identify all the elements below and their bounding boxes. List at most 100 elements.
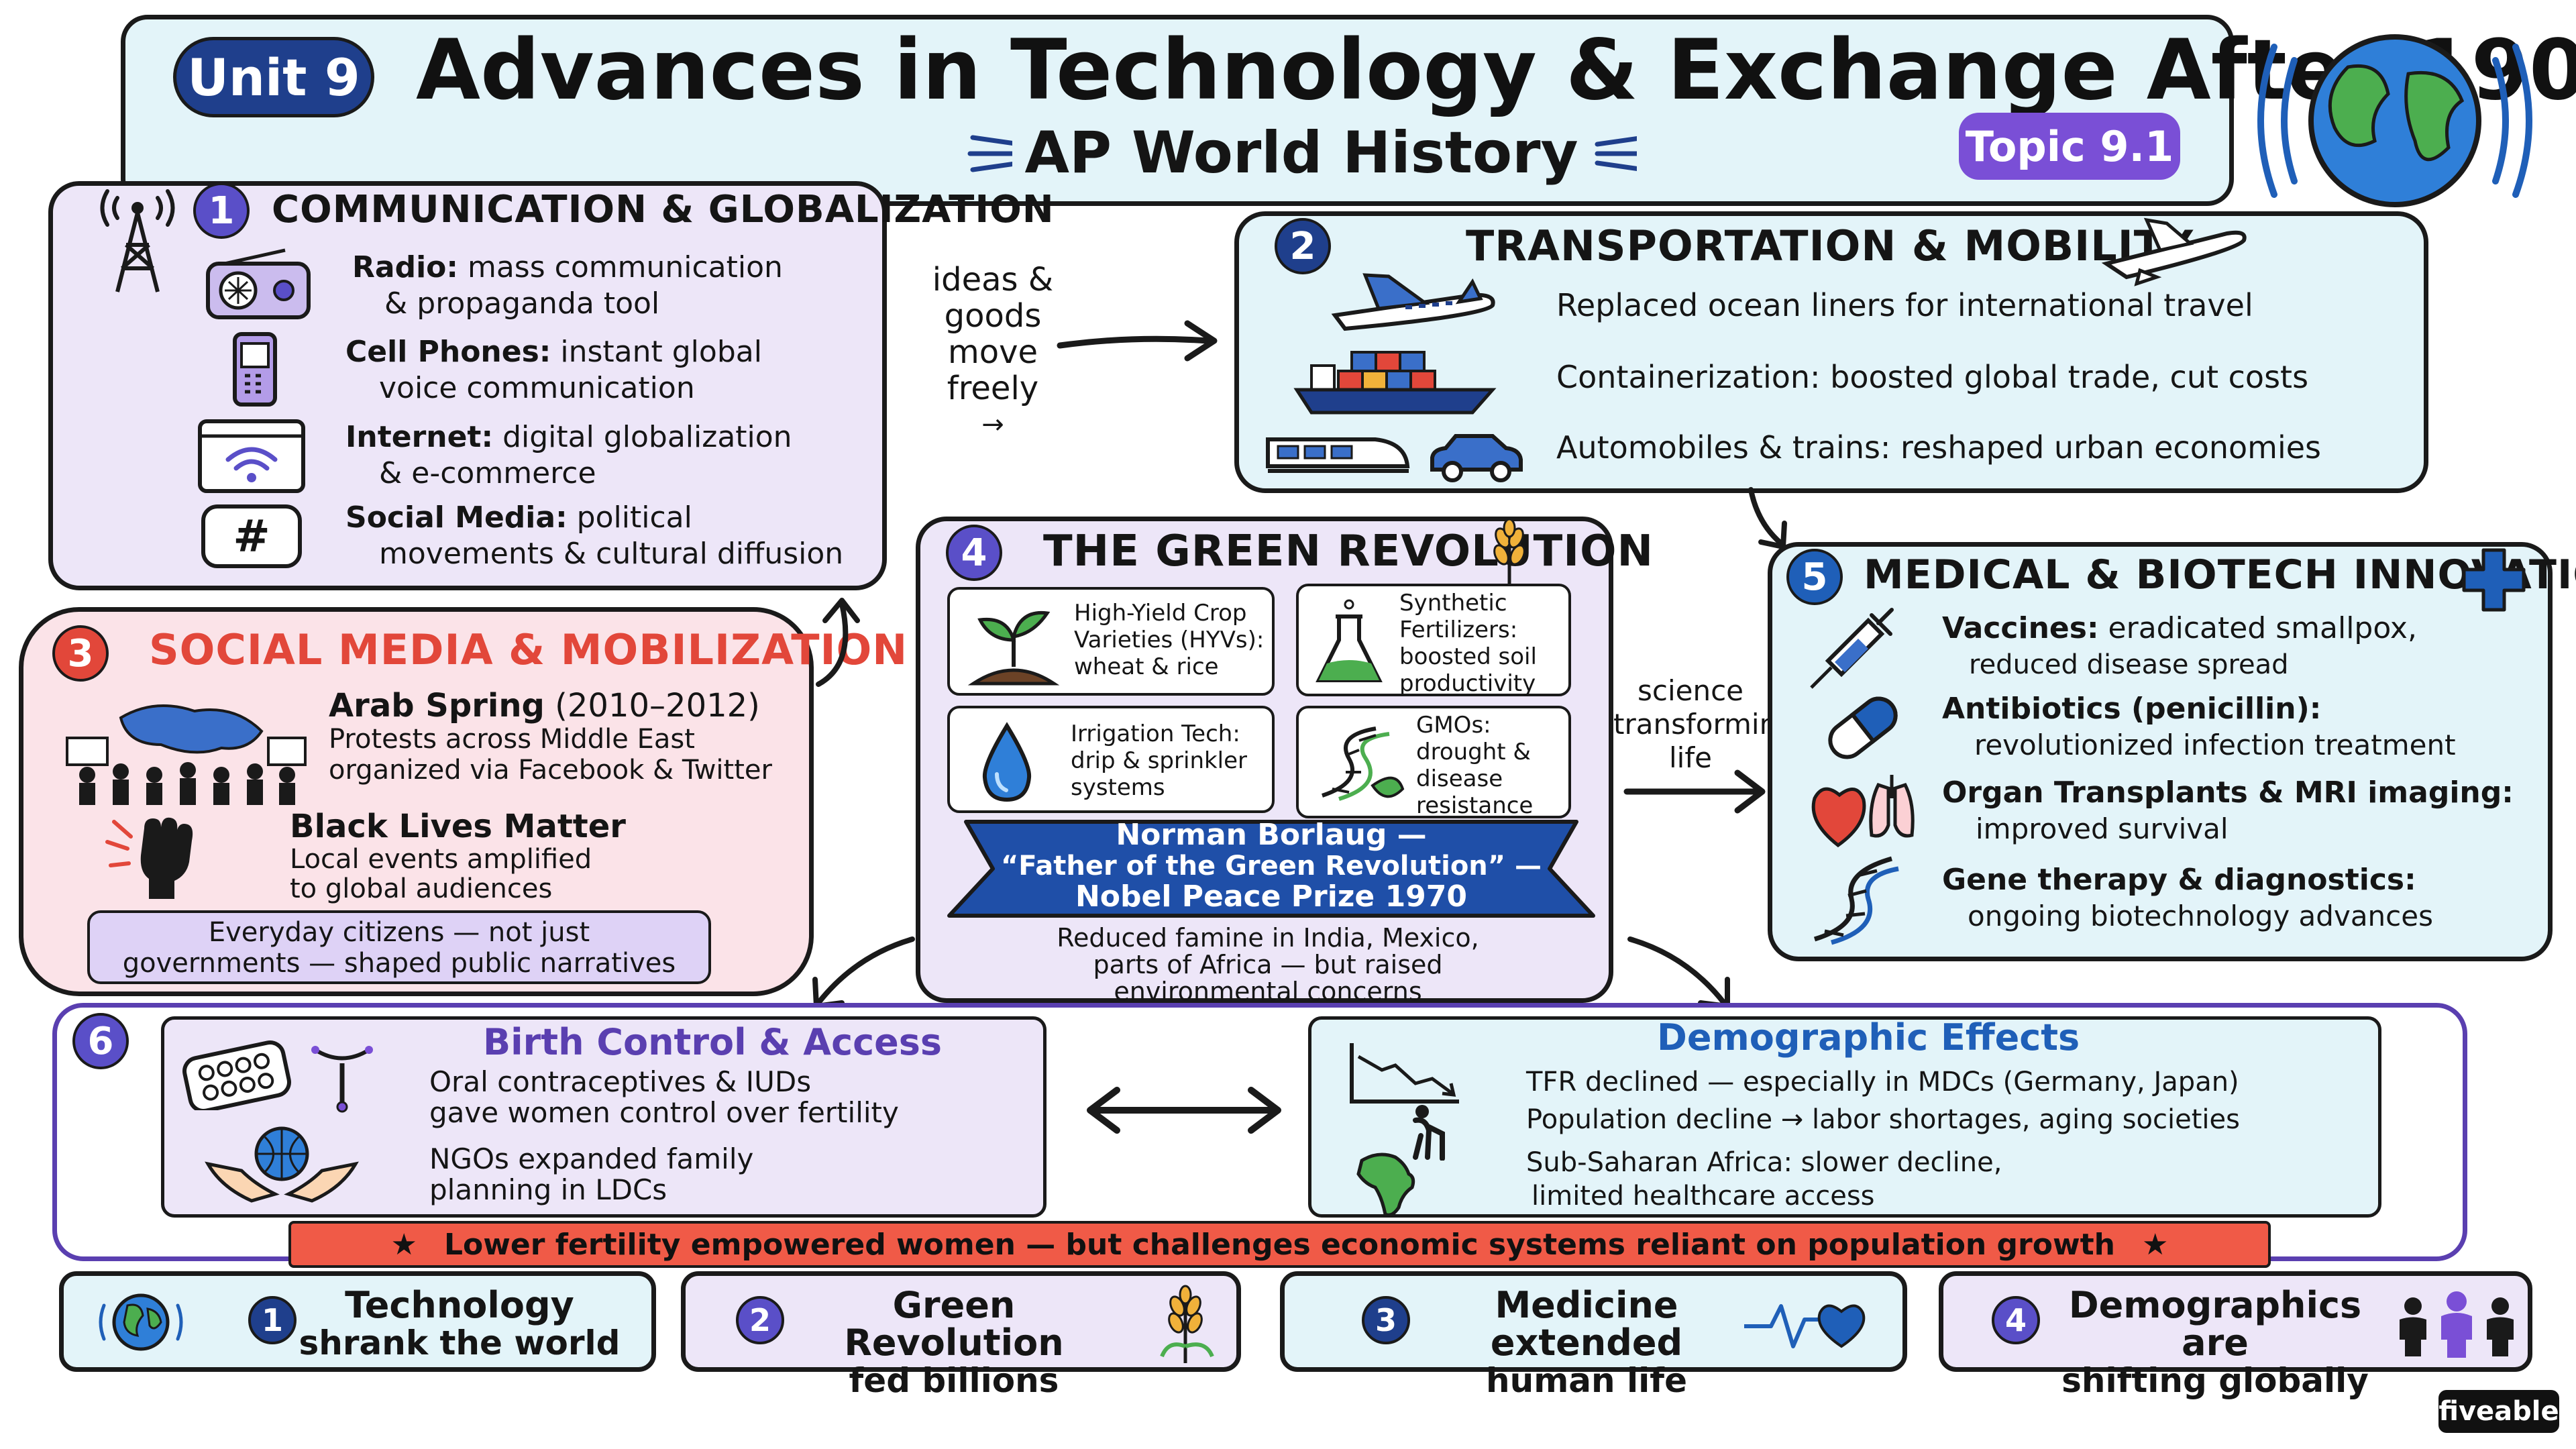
motion-lines-right-icon xyxy=(1595,136,1637,172)
takeaway-4-badge: 4 xyxy=(1992,1296,2040,1344)
section-2-badge: 2 xyxy=(1275,218,1331,274)
ngo-item: NGOs expanded family planning in LDCs xyxy=(429,1142,754,1206)
internet-item: Internet: digital globalization & e-comm… xyxy=(345,420,792,490)
unit-badge-label: Unit 9 xyxy=(187,47,360,107)
borlaug-banner: Norman Borlaug — “Father of the Green Re… xyxy=(1001,818,1542,914)
syringe-icon xyxy=(1810,608,1894,689)
vaccines-item: Vaccines: eradicated smallpox, reduced d… xyxy=(1942,611,2417,680)
transportation-panel xyxy=(1234,211,2428,493)
tfr-declined-text: TFR declined — especially in MDCs (Germa… xyxy=(1526,1067,2239,1097)
demographic-effects-panel xyxy=(1308,1016,2381,1218)
science-note: science transforming life xyxy=(1613,674,1795,774)
arab-spring-item: Arab Spring (2010–2012) Protests across … xyxy=(329,687,772,786)
blm-item: Black Lives Matter Local events amplifie… xyxy=(290,808,626,904)
subtitle-text: AP World History xyxy=(1024,119,1578,186)
sprout-icon xyxy=(967,610,1060,686)
arrow-to-transport-icon xyxy=(1057,320,1218,362)
antibiotics-item: Antibiotics (penicillin): revolutionized… xyxy=(1942,692,2456,761)
airplane-header-icon xyxy=(2101,217,2247,286)
contraceptives-item: Oral contraceptives & IUDs gave women co… xyxy=(429,1065,899,1129)
internet-wifi-icon xyxy=(198,419,305,493)
pill-capsule-icon xyxy=(1828,696,1898,759)
hashtag-bubble-icon: # xyxy=(201,504,302,568)
airplane-item: Replaced ocean liners for international … xyxy=(1556,287,2253,323)
arrow-to-communication-icon xyxy=(816,598,860,687)
star-icon-right: ★ xyxy=(2142,1227,2169,1262)
takeaway-2-badge: 2 xyxy=(736,1296,784,1344)
africa-map-icon xyxy=(1356,1152,1415,1217)
demographic-effects-title: Demographic Effects xyxy=(1657,1016,2080,1059)
unit-badge: Unit 9 xyxy=(173,37,374,117)
fertility-banner: ★ Lower fertility empowered women — but … xyxy=(288,1221,2271,1268)
header-panel xyxy=(121,15,2234,206)
medical-cross-icon xyxy=(2462,548,2526,612)
wheat-icon xyxy=(1160,1285,1214,1363)
gene-therapy-item: Gene therapy & diagnostics: ongoing biot… xyxy=(1942,863,2433,932)
green-revolution-impact: Reduced famine in India, Mexico, parts o… xyxy=(1057,923,1479,1006)
contraceptive-pills-icon xyxy=(182,1040,291,1110)
sub-saharan-text: Sub-Saharan Africa: slower decline, xyxy=(1526,1147,2002,1178)
page-title: Advances in Technology & Exchange After … xyxy=(416,22,2576,119)
population-decline-text: Population decline → labor shortages, ag… xyxy=(1526,1104,2240,1135)
social-media-item: Social Media: political movements & cult… xyxy=(345,500,844,571)
dna-helix-icon xyxy=(1813,856,1899,945)
globe-icon xyxy=(2257,34,2532,207)
double-arrow-icon xyxy=(1087,1087,1281,1134)
fertility-banner-text: Lower fertility empowered women — but ch… xyxy=(443,1227,2115,1262)
section-1-title: Communication & Globalization xyxy=(272,188,1055,231)
takeaway-3-badge: 3 xyxy=(1362,1296,1410,1344)
iud-icon xyxy=(311,1046,373,1113)
raised-fist-icon xyxy=(105,817,193,899)
radio-icon xyxy=(206,248,311,319)
topic-badge: Topic 9.1 xyxy=(1959,113,2180,180)
elderly-person-icon xyxy=(1413,1105,1445,1161)
communication-panel xyxy=(48,181,887,590)
section-4-badge: 4 xyxy=(946,525,1002,581)
demographic-lines: TFR declined — especially in MDCs (Germa… xyxy=(1526,1063,2240,1211)
motion-lines-left-icon xyxy=(967,135,1013,172)
container-ship-icon xyxy=(1293,351,1497,415)
heart-lungs-icon xyxy=(1811,775,1915,848)
section-2-title: Transportation & Mobility xyxy=(1466,221,2194,270)
radio-tower-icon xyxy=(100,189,175,292)
ideas-goods-note: ideas & goods move freely → xyxy=(932,261,1054,440)
borlaug-banner-shape xyxy=(947,820,1595,918)
takeaway-1-badge: 1 xyxy=(248,1296,297,1344)
cell-phone-icon xyxy=(233,332,277,407)
globe-small-icon xyxy=(99,1293,183,1351)
flask-icon xyxy=(1316,599,1383,682)
medical-panel xyxy=(1768,542,2553,961)
birth-control-title: Birth Control & Access xyxy=(483,1021,942,1063)
section-5-badge: 5 xyxy=(1786,549,1843,605)
dna-leaf-icon xyxy=(1322,727,1405,801)
cell-phones-item: Cell Phones: instant global voice commun… xyxy=(345,335,762,405)
arrow-to-medical-right-icon xyxy=(1623,769,1766,814)
declining-chart-icon xyxy=(1350,1043,1459,1104)
car-icon xyxy=(1430,434,1523,482)
section-6-badge: 6 xyxy=(72,1013,129,1069)
section-4-title: The Green Revolution xyxy=(1043,527,1654,576)
people-group-icon xyxy=(2400,1291,2514,1358)
page-subtitle: AP World History xyxy=(966,119,1637,186)
topic-badge-label: Topic 9.1 xyxy=(1965,121,2174,171)
section-1-badge: 1 xyxy=(193,182,250,239)
wheat-header-icon xyxy=(1493,518,1525,588)
airplane-icon xyxy=(1331,273,1495,331)
train-icon xyxy=(1266,437,1410,473)
section-3-title: Social Media & Mobilization xyxy=(149,625,908,674)
organ-transplants-item: Organ Transplants & MRI imaging: improve… xyxy=(1942,775,2514,845)
automobiles-item: Automobiles & trains: reshaped urban eco… xyxy=(1556,429,2322,466)
protest-crowd-icon xyxy=(66,704,307,805)
radio-item: Radio: mass communication & propaganda t… xyxy=(352,250,783,321)
heartbeat-icon xyxy=(1744,1304,1866,1348)
containerization-item: Containerization: boosted global trade, … xyxy=(1556,359,2309,395)
hands-globe-icon xyxy=(205,1126,359,1203)
star-icon-left: ★ xyxy=(390,1227,417,1262)
